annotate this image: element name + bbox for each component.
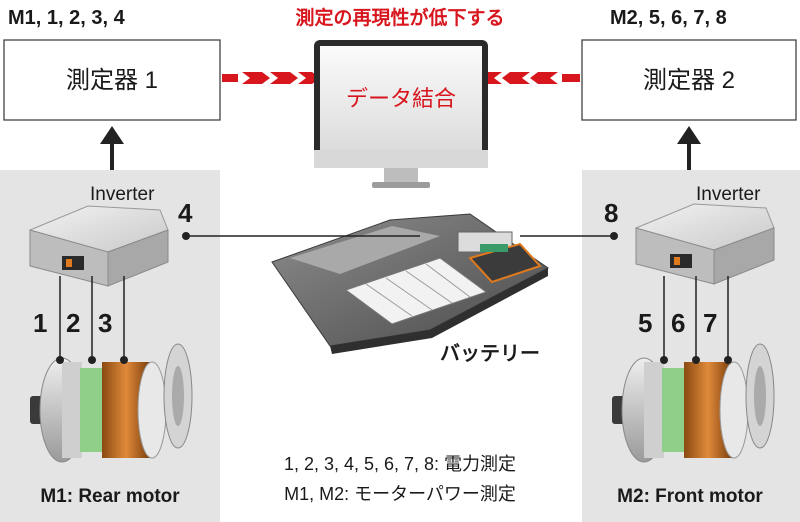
meter-right-label: 測定器 2 [643, 67, 735, 94]
left-group-label: M1, 1, 2, 3, 4 [8, 7, 126, 29]
point-label-1: 1 [33, 308, 47, 338]
point-label-5: 5 [638, 308, 652, 338]
monitor-icon [314, 40, 488, 188]
monitor-label: データ結合 [346, 86, 456, 111]
right-inverter-icon [635, 203, 775, 285]
measurement-dots [56, 232, 732, 364]
point-label-2: 2 [66, 308, 80, 338]
warning-label: 測定の再現性が低下する [295, 6, 504, 29]
point-dot-5 [660, 356, 668, 364]
battery-pack-icon [271, 213, 549, 354]
legend-line-2: M1, M2: モーターパワー測定 [284, 484, 516, 504]
right-motor-icon [612, 343, 775, 463]
left-wires [59, 235, 420, 360]
point-dot-7 [724, 356, 732, 364]
point-dot-6 [692, 356, 700, 364]
meter-box-left [3, 39, 221, 121]
point-dot-1 [56, 356, 64, 364]
point-label-4: 4 [178, 198, 193, 228]
right-wires [520, 235, 729, 360]
point-dot-8 [610, 232, 618, 240]
right-group-label: M2, 5, 6, 7, 8 [610, 7, 727, 29]
point-dot-3 [120, 356, 128, 364]
meter-left-label: 測定器 1 [66, 67, 158, 94]
point-label-6: 6 [671, 308, 685, 338]
left-motor-icon [30, 343, 193, 463]
right-inverter-label: Inverter [696, 184, 761, 205]
left-inverter-icon [29, 205, 169, 287]
left-motor-label: M1: Rear motor [40, 486, 180, 507]
right-motor-label: M2: Front motor [617, 486, 763, 507]
data-flow-arrow-right [480, 72, 580, 84]
legend-line-1: 1, 2, 3, 4, 5, 6, 7, 8: 電力測定 [284, 454, 516, 474]
point-label-7: 7 [703, 308, 717, 338]
point-label-3: 3 [98, 308, 112, 338]
arrow-up-right-icon [677, 126, 701, 170]
battery-label: バッテリー [440, 342, 540, 365]
data-flow-arrow-left [222, 72, 320, 84]
arrow-up-left-icon [100, 126, 124, 170]
meter-box-right [581, 39, 797, 121]
point-dot-2 [88, 356, 96, 364]
point-label-8: 8 [604, 198, 618, 228]
left-inverter-label: Inverter [90, 184, 155, 205]
point-dot-4 [182, 232, 190, 240]
